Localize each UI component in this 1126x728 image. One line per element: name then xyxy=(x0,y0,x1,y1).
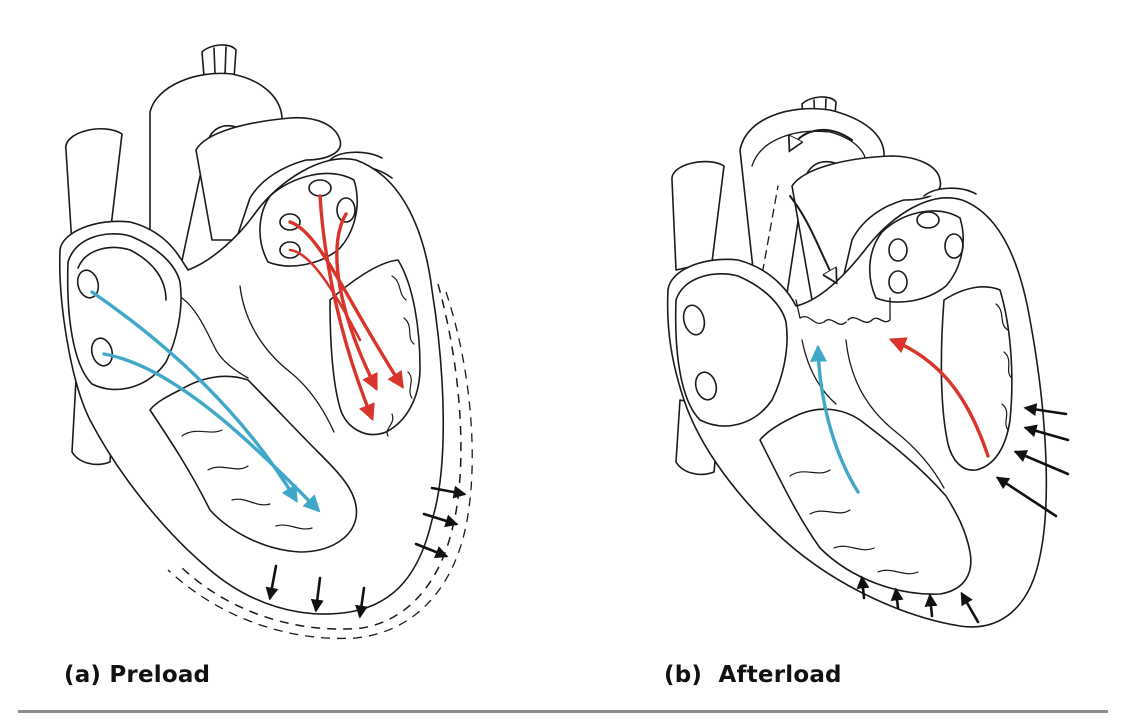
red-flow-arrow xyxy=(888,337,990,458)
pv-opening-1 xyxy=(916,211,940,229)
semilunar-valves xyxy=(799,316,891,325)
svc-opening xyxy=(76,269,100,299)
pv-opening-2 xyxy=(944,233,964,259)
aortic-outflow-arrow xyxy=(790,128,853,150)
right-ventricle xyxy=(759,408,972,595)
pv-opening-3 xyxy=(888,238,908,262)
right-atrium xyxy=(674,273,788,427)
septum xyxy=(239,285,335,433)
ivc-opening xyxy=(694,371,718,401)
wall-stretch-arrows xyxy=(265,485,467,619)
red-flow-arrow-4 xyxy=(288,248,362,342)
pulmonary-trunk xyxy=(195,116,342,241)
septum xyxy=(845,339,945,489)
pv-opening-2 xyxy=(336,197,356,223)
caption-preload: (a) Preload xyxy=(64,662,211,688)
pv-opening-4 xyxy=(888,270,908,294)
right-atrium xyxy=(66,233,182,391)
left-ventricle xyxy=(940,286,1013,471)
separator-line xyxy=(18,710,1108,713)
superior-vena-cava xyxy=(65,127,123,246)
blue-flow-arrow-2 xyxy=(102,352,321,513)
red-flow-arrow-3 xyxy=(335,212,378,392)
heart-outline xyxy=(58,157,445,615)
stretched-wall-outline xyxy=(167,283,473,640)
ivc-opening xyxy=(90,337,114,367)
superior-vena-cava xyxy=(671,160,725,271)
left-atrium xyxy=(868,210,964,303)
blue-flow-arrow xyxy=(809,344,860,494)
afterload-arrows xyxy=(789,128,990,494)
left-atrium xyxy=(259,172,358,267)
caption-afterload: (b) Afterload xyxy=(664,662,842,688)
heart-preload xyxy=(58,44,445,615)
preload-arrows xyxy=(90,194,404,513)
left-ventricle xyxy=(329,259,421,436)
red-flow-arrow-1 xyxy=(318,194,375,422)
pv-opening-4 xyxy=(279,241,301,259)
aortic-descending-arrow xyxy=(789,195,836,282)
aortic-branches xyxy=(201,44,237,79)
pressure-arrows xyxy=(856,403,1070,624)
red-flow-arrow-2 xyxy=(288,220,404,389)
heart-outline xyxy=(666,197,1048,628)
pulmonary-trunk xyxy=(791,155,942,301)
svc-opening xyxy=(682,304,706,336)
heart-afterload xyxy=(666,96,1048,628)
pv-opening-3 xyxy=(279,213,301,231)
